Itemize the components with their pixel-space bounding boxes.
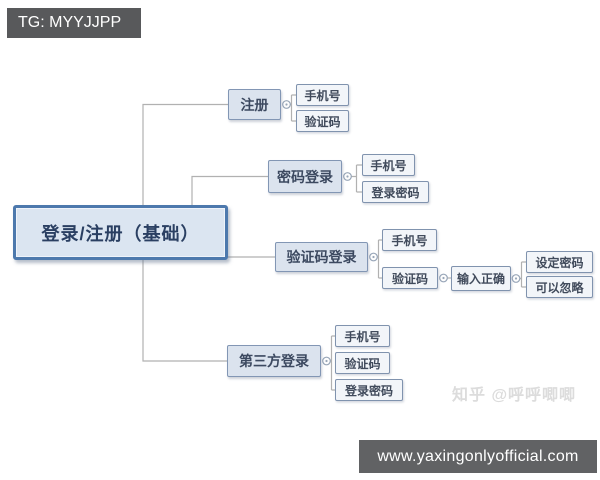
node-third-captcha: 验证码 [335,352,390,374]
node-register: 注册 [228,89,281,120]
node-input-correct: 输入正确 [451,266,511,291]
connector-root-password [191,175,268,205]
node-third-phone: 手机号 [335,325,390,347]
collapse-toggle-dot [346,175,349,178]
collapse-toggle-dot [325,359,328,363]
collapse-toggle-dot [285,103,288,106]
node-can-skip: 可以忽略 [526,276,593,298]
website-banner: www.yaxingonlyofficial.com [359,440,597,473]
node-captcha-code: 验证码 [382,267,438,289]
node-register-phone: 手机号 [296,84,349,106]
connector-register-children [290,94,296,122]
collapse-toggle-dot [372,255,375,259]
node-captcha-login: 验证码登录 [275,242,368,272]
collapse-toggle-dot [514,277,518,280]
node-third-password: 登录密码 [335,379,403,401]
collapse-toggle-dot [442,276,445,280]
watermark: 知乎 @呼呼唧唧 [452,387,577,404]
connector-inputcorrect-children [519,261,526,288]
node-set-password: 设定密码 [526,251,593,273]
connector-root-register [142,103,228,205]
node-register-captcha: 验证码 [296,110,349,132]
telegram-banner: TG: MYYJJPP [7,8,141,38]
node-password-login: 密码登录 [268,160,342,193]
node-captcha-phone: 手机号 [382,229,437,251]
node-password-password: 登录密码 [362,181,429,203]
connector-root-thirdparty [142,260,227,362]
connector-password-children [351,164,362,193]
node-third-party-login: 第三方登录 [227,345,321,377]
node-password-phone: 手机号 [362,154,415,176]
node-root: 登录/注册（基础） [13,205,228,260]
